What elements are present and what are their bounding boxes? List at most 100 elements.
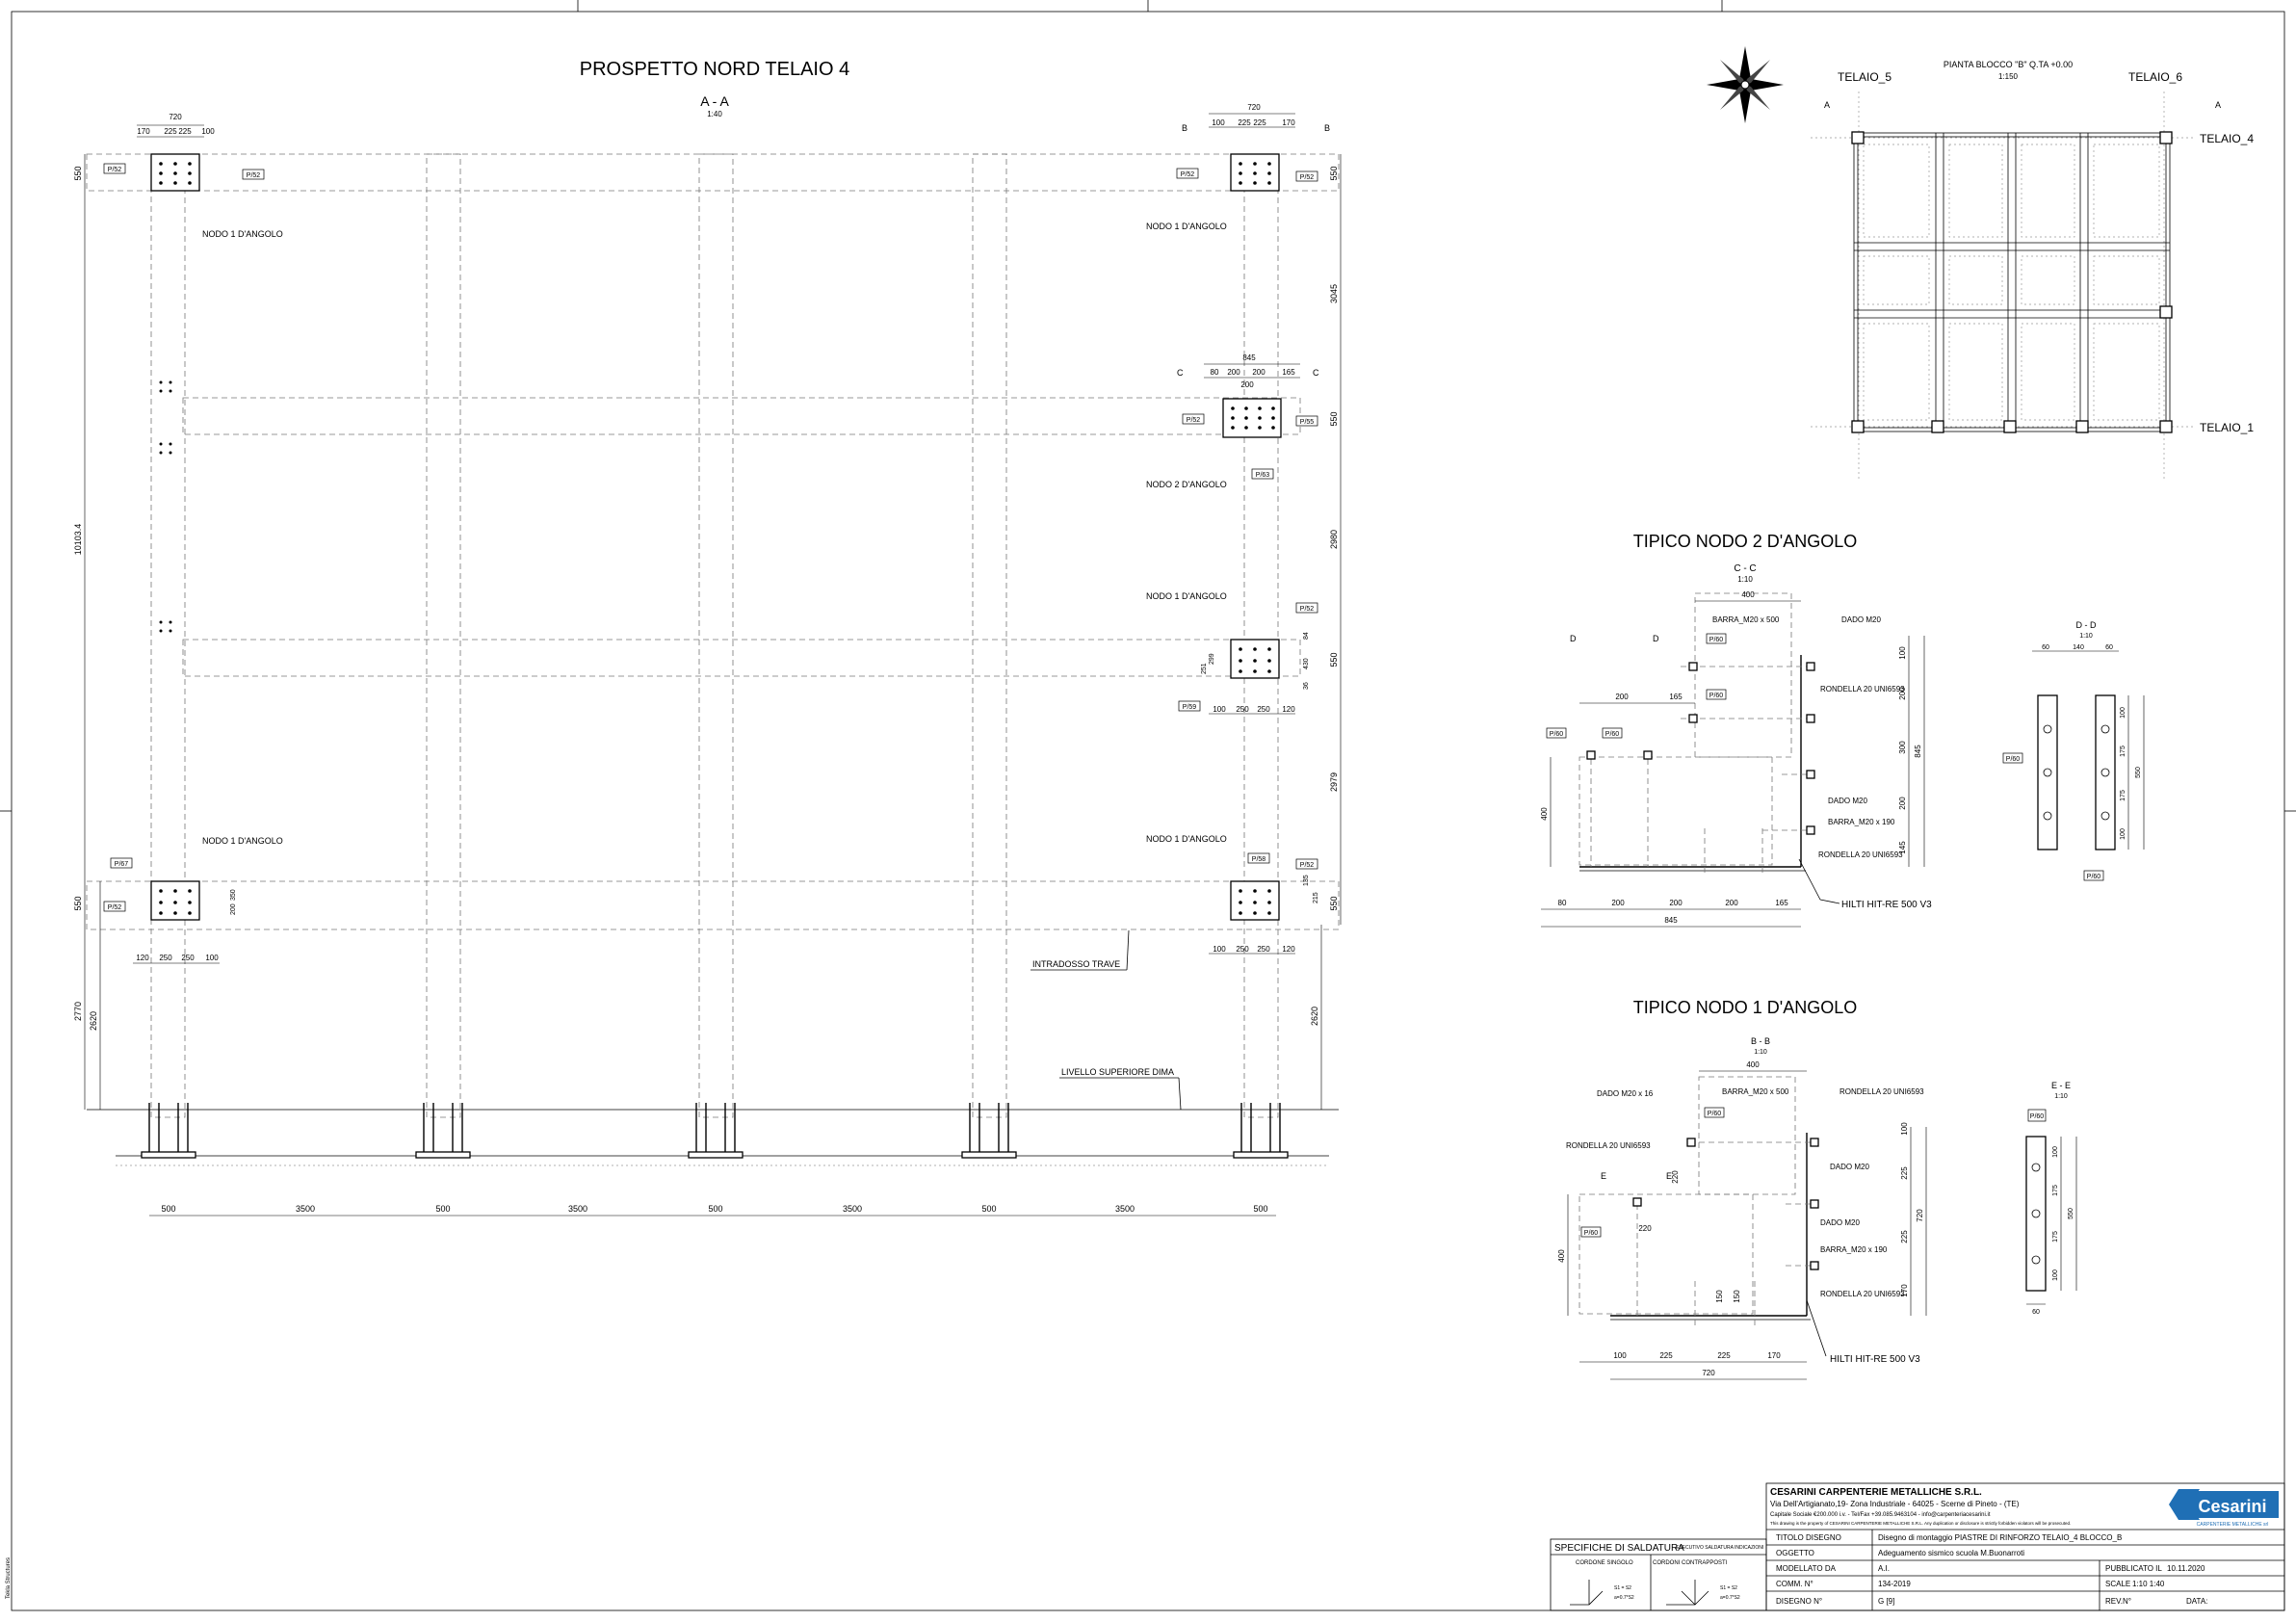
svg-text:200: 200 xyxy=(1725,899,1738,907)
svg-text:100: 100 xyxy=(2120,707,2126,719)
svg-text:CESARINI CARPENTERIE METALLICH: CESARINI CARPENTERIE METALLICHE S.R.L. xyxy=(1770,1487,1982,1498)
svg-text:BARRA_M20 x 500: BARRA_M20 x 500 xyxy=(1722,1087,1789,1096)
svg-text:D: D xyxy=(1653,634,1659,643)
left-dimensions: 550 10103.4 550 2770 2620 xyxy=(73,154,101,1110)
svg-text:A.I.: A.I. xyxy=(1878,1564,1890,1573)
title-block: CESARINI CARPENTERIE METALLICHE S.R.L. V… xyxy=(1765,1482,2285,1611)
svg-text:P/60: P/60 xyxy=(1709,637,1724,643)
svg-text:215: 215 xyxy=(1313,892,1319,903)
svg-text:ESECUTIVO SALDATURA INDICAZION: ESECUTIVO SALDATURA INDICAZIONI xyxy=(1676,1545,1763,1551)
svg-text:CORDONE SINGOLO: CORDONE SINGOLO xyxy=(1576,1560,1633,1566)
beam-3 xyxy=(182,639,1301,677)
svg-text:134-2019: 134-2019 xyxy=(1878,1580,1911,1588)
svg-text:120: 120 xyxy=(136,954,149,962)
svg-text:HILTI HIT-RE 500 V3: HILTI HIT-RE 500 V3 xyxy=(1841,900,1932,910)
svg-text:P/52: P/52 xyxy=(1181,171,1195,178)
svg-text:720: 720 xyxy=(169,113,182,121)
svg-text:100: 100 xyxy=(1213,705,1226,714)
svg-text:RONDELLA 20 UNI6593: RONDELLA 20 UNI6593 xyxy=(1566,1141,1651,1150)
plan-scale: 1:150 xyxy=(1998,72,2019,81)
svg-text:Disegno di montaggio PIASTRE D: Disegno di montaggio PIASTRE DI RINFORZO… xyxy=(1878,1533,2122,1542)
svg-text:84: 84 xyxy=(1303,632,1310,640)
plan-view: PIANTA BLOCCO "B" Q.TA +0.00 1:150 TELAI… xyxy=(1707,46,2254,482)
main-title: PROSPETTO NORD TELAIO 4 xyxy=(580,59,849,80)
svg-text:100: 100 xyxy=(1213,945,1226,954)
svg-text:100: 100 xyxy=(2120,828,2126,840)
svg-text:1:10: 1:10 xyxy=(1754,1049,1767,1056)
svg-text:1:10: 1:10 xyxy=(2079,633,2093,640)
plate-top-right: 720 100 225 225 170 B B P/52 P/52 NODO 1… xyxy=(1146,103,1330,231)
svg-text:NODO 2 D'ANGOLO: NODO 2 D'ANGOLO xyxy=(1146,480,1227,489)
column-1 xyxy=(150,153,186,1118)
svg-text:225: 225 xyxy=(1717,1351,1731,1360)
svg-text:REV.N°: REV.N° xyxy=(2105,1597,2131,1606)
svg-text:PUBBLICATO IL: PUBBLICATO IL xyxy=(2105,1564,2162,1573)
svg-text:E: E xyxy=(1601,1171,1606,1181)
svg-text:400: 400 xyxy=(1741,590,1755,599)
svg-text:C: C xyxy=(1313,368,1319,378)
svg-text:P/63: P/63 xyxy=(1256,472,1270,479)
svg-text:3045: 3045 xyxy=(1329,284,1339,303)
svg-text:OGGETTO: OGGETTO xyxy=(1776,1549,1814,1557)
svg-text:P/52: P/52 xyxy=(1300,174,1315,181)
svg-text:HILTI HIT-RE 500 V3: HILTI HIT-RE 500 V3 xyxy=(1830,1354,1920,1365)
svg-text:SCALE: SCALE xyxy=(2105,1580,2130,1588)
svg-text:350: 350 xyxy=(230,889,237,901)
svg-text:170: 170 xyxy=(1767,1351,1781,1360)
svg-text:3500: 3500 xyxy=(843,1204,862,1214)
svg-text:120: 120 xyxy=(1282,705,1295,714)
svg-text:2620: 2620 xyxy=(89,1011,98,1031)
svg-text:NODO 1 D'ANGOLO: NODO 1 D'ANGOLO xyxy=(202,229,283,239)
svg-text:NODO 1 D'ANGOLO: NODO 1 D'ANGOLO xyxy=(1146,591,1227,601)
svg-text:100: 100 xyxy=(1212,118,1225,127)
svg-text:500: 500 xyxy=(161,1204,175,1214)
svg-text:G [9]: G [9] xyxy=(1878,1597,1894,1606)
svg-text:P/67: P/67 xyxy=(115,861,129,868)
svg-text:550: 550 xyxy=(73,166,83,180)
svg-text:RONDELLA 20 UNI6593: RONDELLA 20 UNI6593 xyxy=(1818,850,1903,859)
svg-text:1:10: 1:10 xyxy=(2054,1093,2068,1100)
svg-text:165: 165 xyxy=(1669,693,1683,701)
svg-text:220: 220 xyxy=(1638,1224,1652,1233)
svg-text:845: 845 xyxy=(1242,353,1256,362)
svg-text:DADO M20 x 16: DADO M20 x 16 xyxy=(1597,1089,1654,1098)
svg-text:P/52: P/52 xyxy=(247,172,261,179)
svg-text:300: 300 xyxy=(1898,741,1907,754)
svg-text:550: 550 xyxy=(1329,411,1339,426)
svg-text:P/60: P/60 xyxy=(1605,731,1620,738)
detail-nodo-1: TIPICO NODO 1 D'ANGOLO B - B 1:10 DADO M… xyxy=(1557,998,2077,1380)
svg-text:60: 60 xyxy=(2032,1309,2040,1316)
svg-text:3500: 3500 xyxy=(1115,1204,1135,1214)
svg-text:A: A xyxy=(2215,100,2221,110)
svg-text:D: D xyxy=(1570,634,1577,643)
weld-spec: SPECIFICHE DI SALDATURA ESECUTIVO SALDAT… xyxy=(1550,1538,1767,1611)
svg-text:C: C xyxy=(1177,368,1184,378)
svg-text:2620: 2620 xyxy=(1310,1007,1319,1026)
svg-text:250: 250 xyxy=(1257,705,1270,714)
beam-2 xyxy=(182,397,1301,435)
svg-text:220: 220 xyxy=(1671,1170,1680,1184)
svg-text:140: 140 xyxy=(2073,644,2084,651)
svg-text:P/60: P/60 xyxy=(1709,693,1724,699)
plate-top-left: 720 170 225 225 100 P/52 P/52 NODO 1 D'A… xyxy=(103,113,283,239)
svg-text:150: 150 xyxy=(1733,1290,1741,1303)
column-4 xyxy=(972,153,1007,1118)
svg-text:720: 720 xyxy=(1916,1209,1924,1222)
svg-text:100: 100 xyxy=(1898,646,1907,660)
section-d-d: D - D 1:10 60 140 60 100 175 550 175 100… xyxy=(2002,620,2145,881)
beam-4 xyxy=(86,880,1340,930)
svg-text:P/60: P/60 xyxy=(1584,1230,1599,1237)
svg-text:DADO M20: DADO M20 xyxy=(1828,797,1867,805)
svg-text:Adeguamento sismico scuola M.B: Adeguamento sismico scuola M.Buonarroti xyxy=(1878,1549,2024,1557)
svg-text:135: 135 xyxy=(1303,875,1310,886)
plate-nodo1-lower-right: NODO 1 D'ANGOLO P/58 P/52 100 250 250 12… xyxy=(1146,834,1319,955)
svg-text:P/52: P/52 xyxy=(108,904,122,911)
svg-text:2979: 2979 xyxy=(1329,772,1339,792)
detail-2-title: TIPICO NODO 2 D'ANGOLO xyxy=(1633,532,1857,551)
svg-text:225: 225 xyxy=(1238,118,1251,127)
bottom-dimensions: 500 3500 500 3500 500 3500 500 3500 500 xyxy=(149,1204,1276,1216)
svg-text:This drawing is the property o: This drawing is the property of CESARINI… xyxy=(1770,1521,2071,1526)
svg-text:400: 400 xyxy=(1746,1060,1760,1069)
svg-text:845: 845 xyxy=(1914,745,1922,758)
section-e-e: E - E 1:10 P/60 100 175 550 175 100 60 xyxy=(2025,1081,2077,1316)
